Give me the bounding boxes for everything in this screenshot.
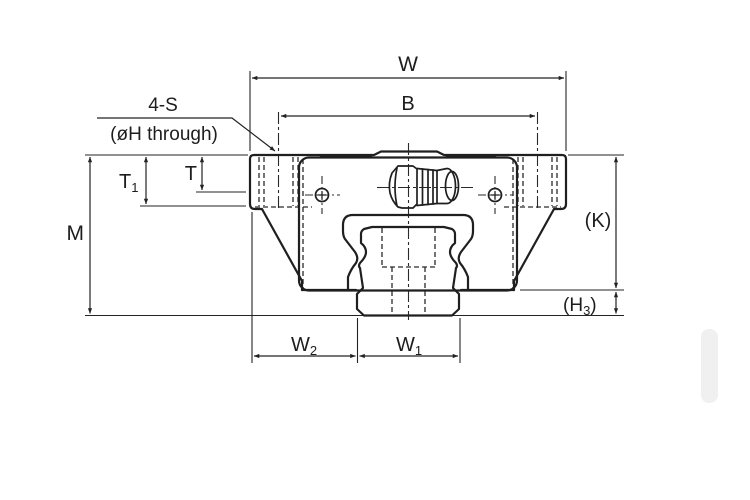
- dimension-k: (K): [585, 156, 619, 289]
- dimension-w: W: [251, 53, 565, 81]
- dim-label-w2: W2: [291, 334, 317, 358]
- page-artifact: [701, 329, 718, 403]
- extension-lines: [85, 71, 624, 363]
- dim-label-t: T: [185, 163, 197, 185]
- dimension-t: T: [185, 156, 205, 191]
- callout-line2: (øH through): [110, 124, 218, 145]
- callout-line1: 4-S: [148, 95, 178, 116]
- dim-label-b: B: [401, 93, 414, 115]
- dim-label-w: W: [398, 53, 418, 76]
- arch-cutout: [341, 213, 475, 292]
- dimension-b: B: [280, 93, 536, 119]
- end-cap-screw-right: [478, 176, 513, 214]
- dimension-w2: W2: [253, 334, 356, 359]
- grease-nipple: [388, 165, 460, 209]
- end-cap: [297, 156, 519, 292]
- dim-label-m: M: [67, 222, 85, 245]
- end-cap-screw-left: [305, 176, 340, 214]
- dim-label-h3: (H3): [563, 295, 597, 318]
- dimension-t1: T1: [119, 156, 149, 205]
- dimension-w1: W1: [359, 334, 459, 359]
- dimension-m: M: [67, 156, 93, 314]
- dim-label-w1: W1: [396, 334, 422, 358]
- rail-profile: [355, 225, 461, 317]
- callout-mounting-holes: 4-S (øH through): [97, 95, 276, 152]
- dim-label-k: (K): [585, 210, 612, 232]
- dim-label-t1: T1: [119, 171, 138, 195]
- dimension-h3: (H3): [563, 291, 619, 318]
